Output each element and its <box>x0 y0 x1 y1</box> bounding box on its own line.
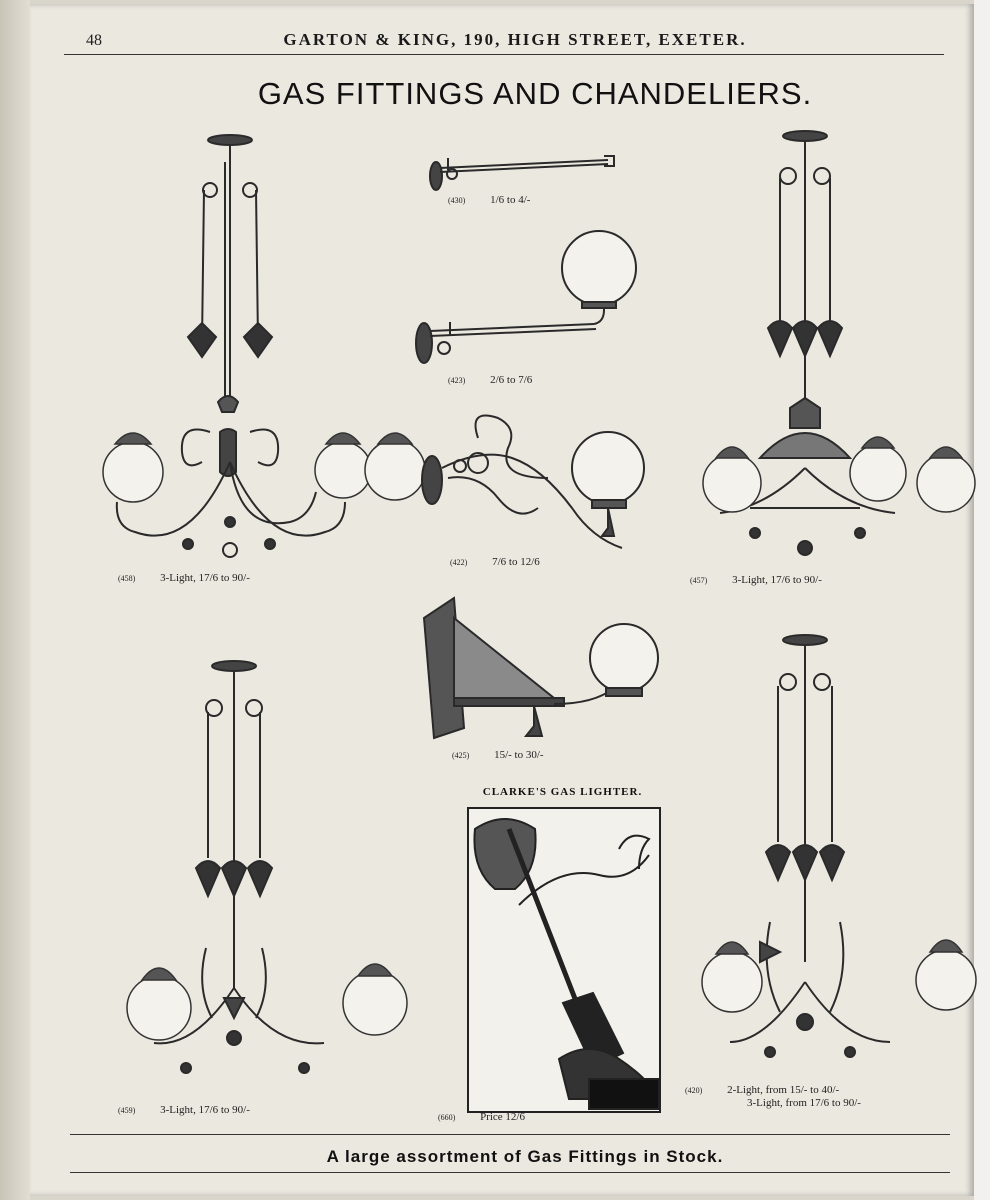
bracket-globe-arm-illustration <box>414 228 644 373</box>
item-price-line2: 3-Light, from 17/6 to 90/- <box>747 1097 861 1109</box>
footer-text: A large assortment of Gas Fittings in St… <box>326 1147 724 1166</box>
item-price: 15/- to 30/- <box>494 749 544 761</box>
gas-lighter-illustration <box>473 818 661 1110</box>
bracket-ornate-caption: (425) 15/- to 30/- <box>452 749 544 761</box>
bracket-scroll-illustration <box>418 408 658 553</box>
gas-lighter-title: CLARKE'S GAS LIGHTER. <box>482 786 643 798</box>
running-head: GARTON & KING, 190, HIGH STREET, EXETER. <box>283 30 747 49</box>
item-ref: (420) <box>685 1086 703 1095</box>
chandelier-bottom-right-illustration <box>670 632 970 1082</box>
item-price: 2/6 to 7/6 <box>490 374 533 386</box>
item-ref: (430) <box>448 196 466 205</box>
footer-rule <box>70 1134 950 1135</box>
item-ref: (423) <box>448 376 466 385</box>
item-price: 3-Light, 17/6 to 90/- <box>160 1104 250 1116</box>
item-price: Price 12/6 <box>480 1111 525 1123</box>
chandelier-top-left-caption: (458) 3-Light, 17/6 to 90/- <box>118 572 250 584</box>
item-ref: (660) <box>438 1113 456 1122</box>
chandelier-bottom-left-illustration <box>94 658 414 1098</box>
chandelier-top-left-illustration <box>70 132 400 572</box>
page-title: GAS FITTINGS AND CHANDELIERS. <box>257 76 813 111</box>
item-price: 1/6 to 4/- <box>490 194 531 206</box>
chandelier-bottom-left-caption: (459) 3-Light, 17/6 to 90/- <box>118 1104 250 1116</box>
bracket-straight-illustration <box>428 146 618 194</box>
item-ref: (457) <box>690 576 708 585</box>
item-price-line1: 2-Light, from 15/- to 40/- <box>727 1084 840 1096</box>
page-header: 48 GARTON & KING, 190, HIGH STREET, EXET… <box>30 4 974 56</box>
chandelier-bottom-right-caption: (420) 2-Light, from 15/- to 40/- <box>685 1084 839 1096</box>
chandelier-top-right-illustration <box>670 128 970 568</box>
page-edge <box>974 0 990 1200</box>
catalogue-page: 48 GARTON & KING, 190, HIGH STREET, EXET… <box>30 4 974 1196</box>
bracket-straight-caption: (430) 1/6 to 4/- <box>448 194 530 206</box>
item-ref: (458) <box>118 574 136 583</box>
chandelier-bottom-right-caption-2: 3-Light, from 17/6 to 90/- <box>747 1097 861 1109</box>
gas-lighter-caption: (660) Price 12/6 <box>438 1111 525 1123</box>
page-number: 48 <box>86 32 102 49</box>
footer-rule-bottom <box>70 1172 950 1173</box>
book-gutter <box>0 0 30 1200</box>
item-price: 7/6 to 12/6 <box>492 556 540 568</box>
bracket-globe-arm-caption: (423) 2/6 to 7/6 <box>448 374 532 386</box>
item-price: 3-Light, 17/6 to 90/- <box>160 572 250 584</box>
gas-lighter-panel <box>467 807 661 1113</box>
bracket-ornate-illustration <box>414 588 644 748</box>
chandelier-top-right-caption: (457) 3-Light, 17/6 to 90/- <box>690 574 822 586</box>
item-price: 3-Light, 17/6 to 90/- <box>732 574 822 586</box>
bracket-scroll-caption: (422) 7/6 to 12/6 <box>450 556 540 568</box>
item-ref: (425) <box>452 751 470 760</box>
item-ref: (422) <box>450 558 468 567</box>
header-rule <box>64 54 944 55</box>
item-ref: (459) <box>118 1106 136 1115</box>
